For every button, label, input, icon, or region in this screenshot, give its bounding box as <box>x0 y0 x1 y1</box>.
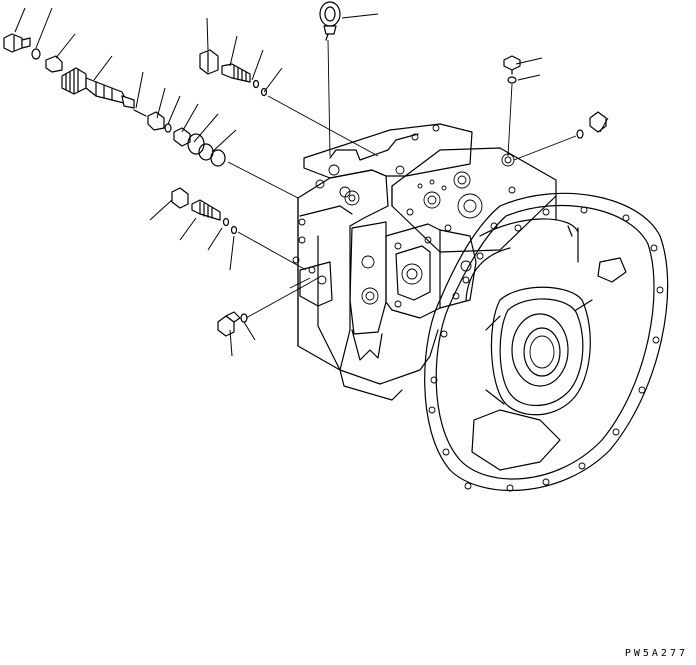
callout-leader-line <box>35 7 53 49</box>
callout-leader-line <box>263 67 283 93</box>
callout-leader-line <box>149 199 173 221</box>
callout-leader-line <box>55 33 76 59</box>
assembly-guide-lines <box>227 39 577 319</box>
left-middle-parts <box>171 187 238 235</box>
plug-bolt-part <box>3 33 31 53</box>
callout-leader-line <box>207 227 223 251</box>
callout-leader-line <box>167 95 181 125</box>
eye-bolt-part <box>319 1 341 41</box>
callout-leader-line <box>206 17 209 51</box>
callout-leader-line <box>517 74 541 81</box>
callout-leader-line <box>599 117 609 133</box>
callout-leader-line <box>243 321 256 341</box>
upper-right-parts <box>503 55 607 139</box>
upper-left-parts <box>3 33 226 167</box>
lower-plug-part <box>217 311 248 337</box>
threaded-stud-part <box>221 63 251 83</box>
callout-leaders <box>14 7 609 357</box>
flywheel-housing <box>424 192 669 492</box>
callout-leader-line <box>515 57 543 65</box>
callout-leader-line <box>93 55 113 81</box>
callout-leader-line <box>179 217 197 241</box>
callout-leader-line <box>341 13 379 19</box>
callout-leader-line <box>251 49 264 81</box>
drawing-code: PW5A277 <box>624 648 688 659</box>
spool-assembly-part <box>61 67 135 109</box>
callout-leader-line <box>211 129 237 153</box>
callout-leader-line <box>181 103 199 133</box>
callout-leader-line <box>229 235 235 271</box>
upper-center-parts <box>199 49 268 97</box>
pump-body <box>292 123 557 401</box>
callout-leader-line <box>14 7 26 33</box>
callout-leader-line <box>229 329 233 357</box>
callout-leader-line <box>135 71 144 109</box>
callout-leader-line <box>193 113 219 143</box>
callout-leader-line <box>156 87 166 119</box>
callout-leader-line <box>229 35 238 67</box>
